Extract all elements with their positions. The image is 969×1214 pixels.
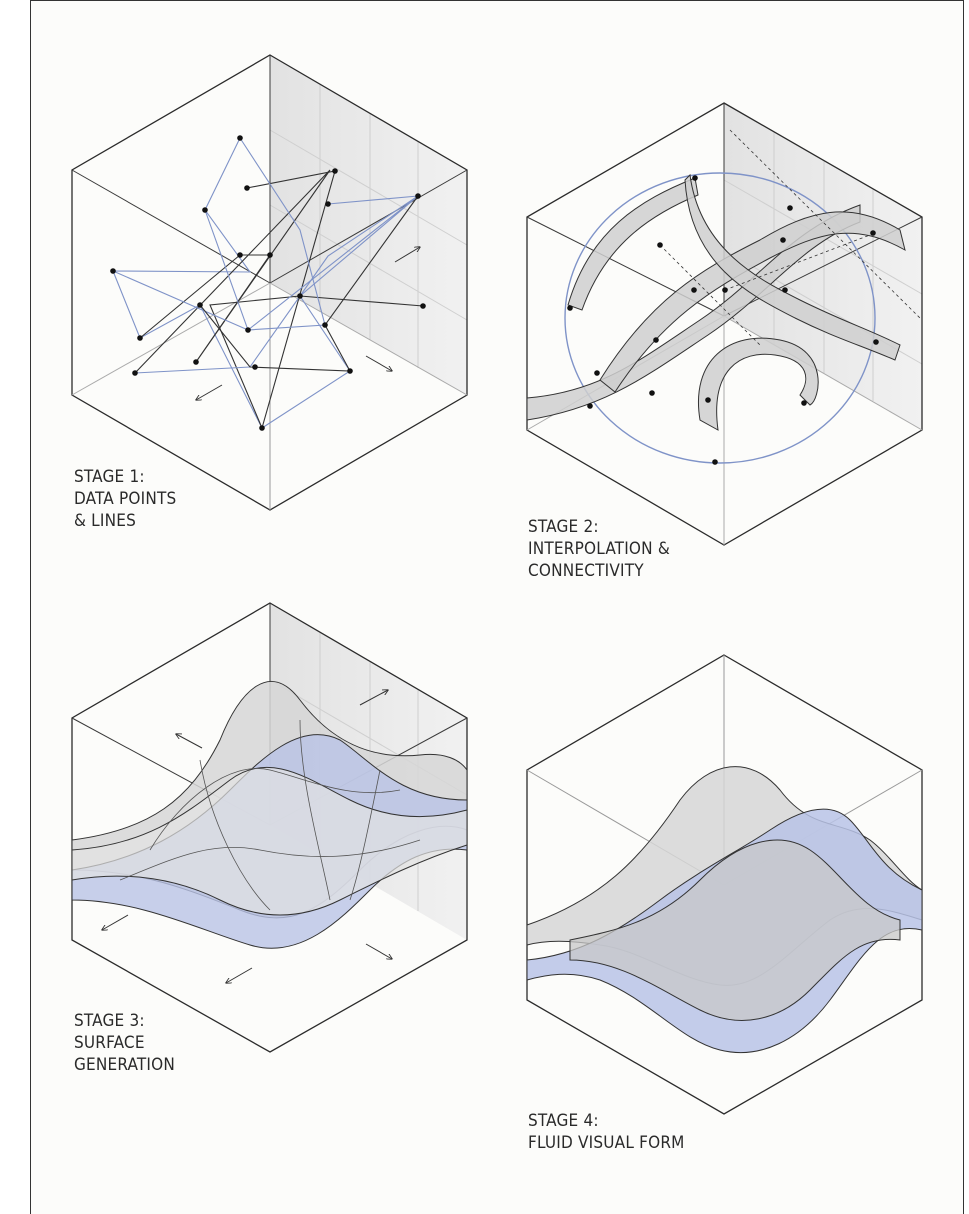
stage-2-cube [526,102,923,546]
stage-3-label: STAGE 3: SURFACE GENERATION [74,1010,175,1076]
stage-1-wall-grid [269,84,468,368]
stage-1-arrows [196,247,420,400]
stage-3-cube [71,602,468,1053]
stage-1-label: STAGE 1: DATA POINTS & LINES [74,466,176,532]
stage-3-surfaces [71,681,468,949]
stage-4-title: STAGE 4: [528,1111,599,1131]
stage-2-subtitle-line-1: INTERPOLATION & [528,539,670,559]
stage-4-label: STAGE 4: FLUID VISUAL FORM [528,1110,685,1154]
stage-4-subtitle-line-1: FLUID VISUAL FORM [528,1133,685,1153]
stage-1-subtitle-line-1: DATA POINTS [74,489,177,509]
stage-4-cube [526,654,923,1115]
stage-2-data-points [567,175,879,465]
stage-1-cube-edges [71,55,468,510]
stage-3-arrows [102,690,392,983]
stage-1-data-points [110,135,426,431]
stage-4-fluid-surfaces [526,766,923,1054]
stage-2-label: STAGE 2: INTERPOLATION & CONNECTIVITY [528,516,670,582]
stage-2-dashed-links [659,129,923,346]
stage-1-title: STAGE 1: [74,467,145,487]
stage-1-cube [71,54,468,511]
stage-2-subtitle-line-2: CONNECTIVITY [528,561,644,581]
stage-1-back-wall [270,55,467,395]
stage-3-mesh [119,719,421,911]
stage-2-interpolation-ring [564,172,876,464]
stage-3-subtitle-line-2: GENERATION [74,1055,176,1075]
stage-3-title: STAGE 3: [74,1011,145,1031]
stage-3-subtitle-line-1: SURFACE [74,1033,145,1053]
stage-1-subtitle-line-2: & LINES [74,511,137,531]
stage-2-title: STAGE 2: [528,517,599,537]
